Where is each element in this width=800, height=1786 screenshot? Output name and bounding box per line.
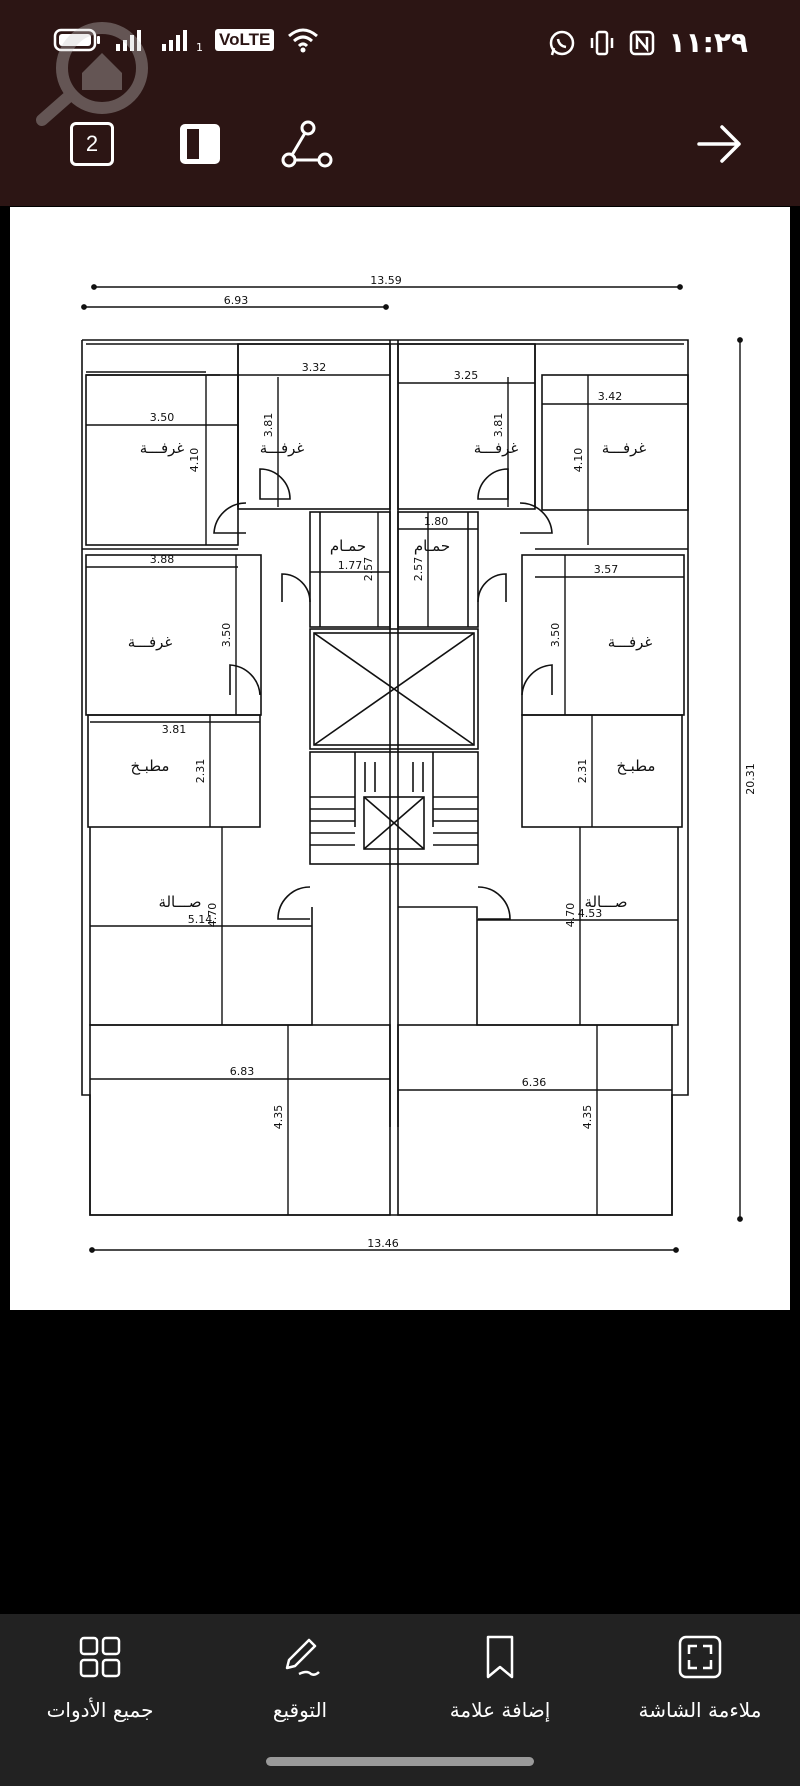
dim-kitchen-l-w: 3.81 — [162, 723, 187, 736]
label-room-1: غرفـــة — [140, 439, 185, 457]
grid-icon — [79, 1636, 121, 1678]
page-count-button[interactable]: 2 — [70, 122, 114, 166]
label-room-5: غرفـــة — [128, 633, 173, 651]
bookmark-icon — [486, 1635, 514, 1679]
whatsapp-icon — [550, 30, 575, 55]
dim-hall-r-h: 4.70 — [564, 903, 577, 928]
dim-hall-l-w: 5.14 — [188, 913, 213, 926]
dim-room-r2-h: 3.81 — [492, 413, 505, 438]
battery-icon — [53, 28, 100, 52]
top-bar: 1 VoLTE ١١:٢٩ — [0, 0, 800, 206]
dim-total-width-bottom: 13.46 — [367, 1237, 399, 1250]
dim-half-width-top: 6.93 — [224, 294, 249, 307]
home-indicator[interactable] — [266, 1757, 534, 1766]
vibrate-icon — [591, 30, 614, 55]
dim-room-r3-h: 3.50 — [549, 623, 562, 648]
status-left: 1 VoLTE — [52, 26, 320, 54]
dim-room-l2-w: 3.32 — [302, 361, 327, 374]
page-count: 2 — [85, 131, 99, 156]
all-tools-label: جميع الأدوات — [46, 1698, 154, 1722]
floor-plan-drawing: 13.59 6.93 13.46 20.31 3.50 4.10 3.32 3.… — [81, 274, 757, 1253]
dim-hall-r-w: 4.53 — [578, 907, 603, 920]
sim-index: 1 — [196, 40, 203, 54]
dim-room-r1-h: 4.10 — [572, 448, 585, 473]
dim-room-r2-w: 3.25 — [454, 369, 479, 382]
status-bar: 1 VoLTE ١١:٢٩ — [0, 0, 800, 92]
fit-screen-icon — [678, 1635, 722, 1679]
dim-bath-l-w: 1.77 — [338, 559, 363, 572]
nfc-icon — [630, 30, 655, 55]
dim-room-l1-h: 4.10 — [188, 448, 201, 473]
dim-room-r1-w: 3.42 — [598, 390, 623, 403]
add-bookmark-button[interactable]: إضافة علامة — [410, 1634, 590, 1722]
label-hall-right: صـــالة — [584, 893, 627, 911]
wifi-icon — [288, 28, 319, 53]
label-room-4: غرفـــة — [602, 439, 647, 457]
viewer-toolbar: 2 — [0, 100, 800, 190]
label-room-2: غرفـــة — [260, 439, 305, 457]
status-right: ١١:٢٩ — [548, 26, 748, 59]
status-time: ١١:٢٩ — [668, 26, 748, 59]
fit-screen-button[interactable]: ملاءمة الشاشة — [610, 1634, 790, 1722]
dim-hall-l-h: 4.70 — [206, 903, 219, 928]
fit-screen-label: ملاءمة الشاشة — [638, 1698, 762, 1722]
label-bath-left: حمـام — [330, 537, 366, 555]
reading-mode-icon[interactable] — [178, 122, 222, 166]
dim-total-height: 20.31 — [744, 763, 757, 795]
label-room-3: غرفـــة — [474, 439, 519, 457]
dim-kitchen-r-h: 2.31 — [576, 759, 589, 784]
all-tools-button[interactable]: جميع الأدوات — [10, 1634, 190, 1722]
dim-kitchen-l-h: 2.31 — [194, 759, 207, 784]
dim-room-l3-h: 3.50 — [220, 623, 233, 648]
label-room-6: غرفـــة — [608, 633, 653, 651]
label-hall-left: صـــالة — [158, 893, 201, 911]
dim-total-width-top: 13.59 — [370, 274, 402, 287]
dim-front-l-h: 4.35 — [272, 1105, 285, 1130]
share-icon[interactable] — [280, 118, 334, 170]
signature-label: التوقيع — [272, 1698, 328, 1722]
dim-bath-l-h: 2.57 — [362, 557, 375, 582]
label-kitchen-right: مطبـخ — [617, 757, 656, 775]
dim-bath-r-w: 1.80 — [424, 515, 449, 528]
signal-icon — [116, 30, 141, 51]
volte-badge: VoLTE — [215, 29, 275, 51]
dim-front-r-w: 6.36 — [522, 1076, 547, 1089]
pen-icon — [285, 1638, 320, 1676]
dim-front-r-h: 4.35 — [581, 1105, 594, 1130]
dim-room-l3-w: 3.88 — [150, 553, 175, 566]
dim-room-l2-h: 3.81 — [262, 413, 275, 438]
watermark-logo — [36, 22, 148, 126]
dim-bath-r-h: 2.57 — [412, 557, 425, 582]
dim-room-l1-w: 3.50 — [150, 411, 175, 424]
add-bookmark-label: إضافة علامة — [449, 1698, 551, 1722]
dim-room-r3-w: 3.57 — [594, 563, 619, 576]
signal-icon — [162, 30, 187, 51]
signature-button[interactable]: التوقيع — [210, 1634, 390, 1722]
label-kitchen-left: مطبـخ — [131, 757, 170, 775]
document-page: 13.59 6.93 13.46 20.31 3.50 4.10 3.32 3.… — [10, 207, 790, 1310]
next-arrow-icon[interactable] — [696, 122, 744, 166]
dim-front-l-w: 6.83 — [230, 1065, 255, 1078]
label-bath-right: حمـام — [414, 537, 450, 555]
